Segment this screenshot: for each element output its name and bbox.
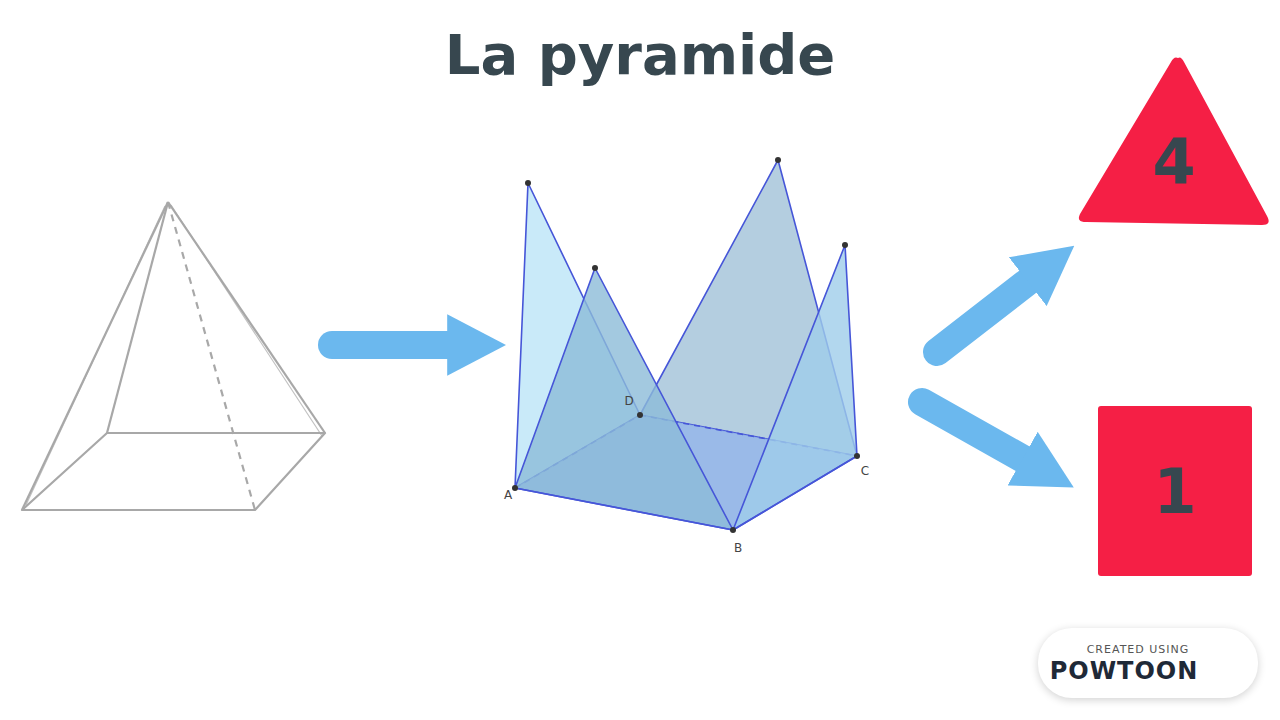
pyramid-net	[512, 157, 860, 533]
point-label: D	[624, 394, 633, 408]
watermark-text: CREATED USING	[1087, 643, 1190, 656]
red-triangle: 4	[1074, 54, 1274, 228]
point-label: B	[734, 541, 742, 555]
red-square: 1	[1097, 405, 1253, 577]
shape-number: 4	[1152, 125, 1195, 198]
title: La pyramide	[0, 22, 1280, 87]
point-label: C	[861, 464, 869, 478]
pyramid-sketch	[22, 202, 325, 510]
watermark-brand: POWTOON	[1050, 657, 1199, 685]
shape-number: 1	[1153, 455, 1196, 528]
point-label: A	[504, 488, 512, 502]
